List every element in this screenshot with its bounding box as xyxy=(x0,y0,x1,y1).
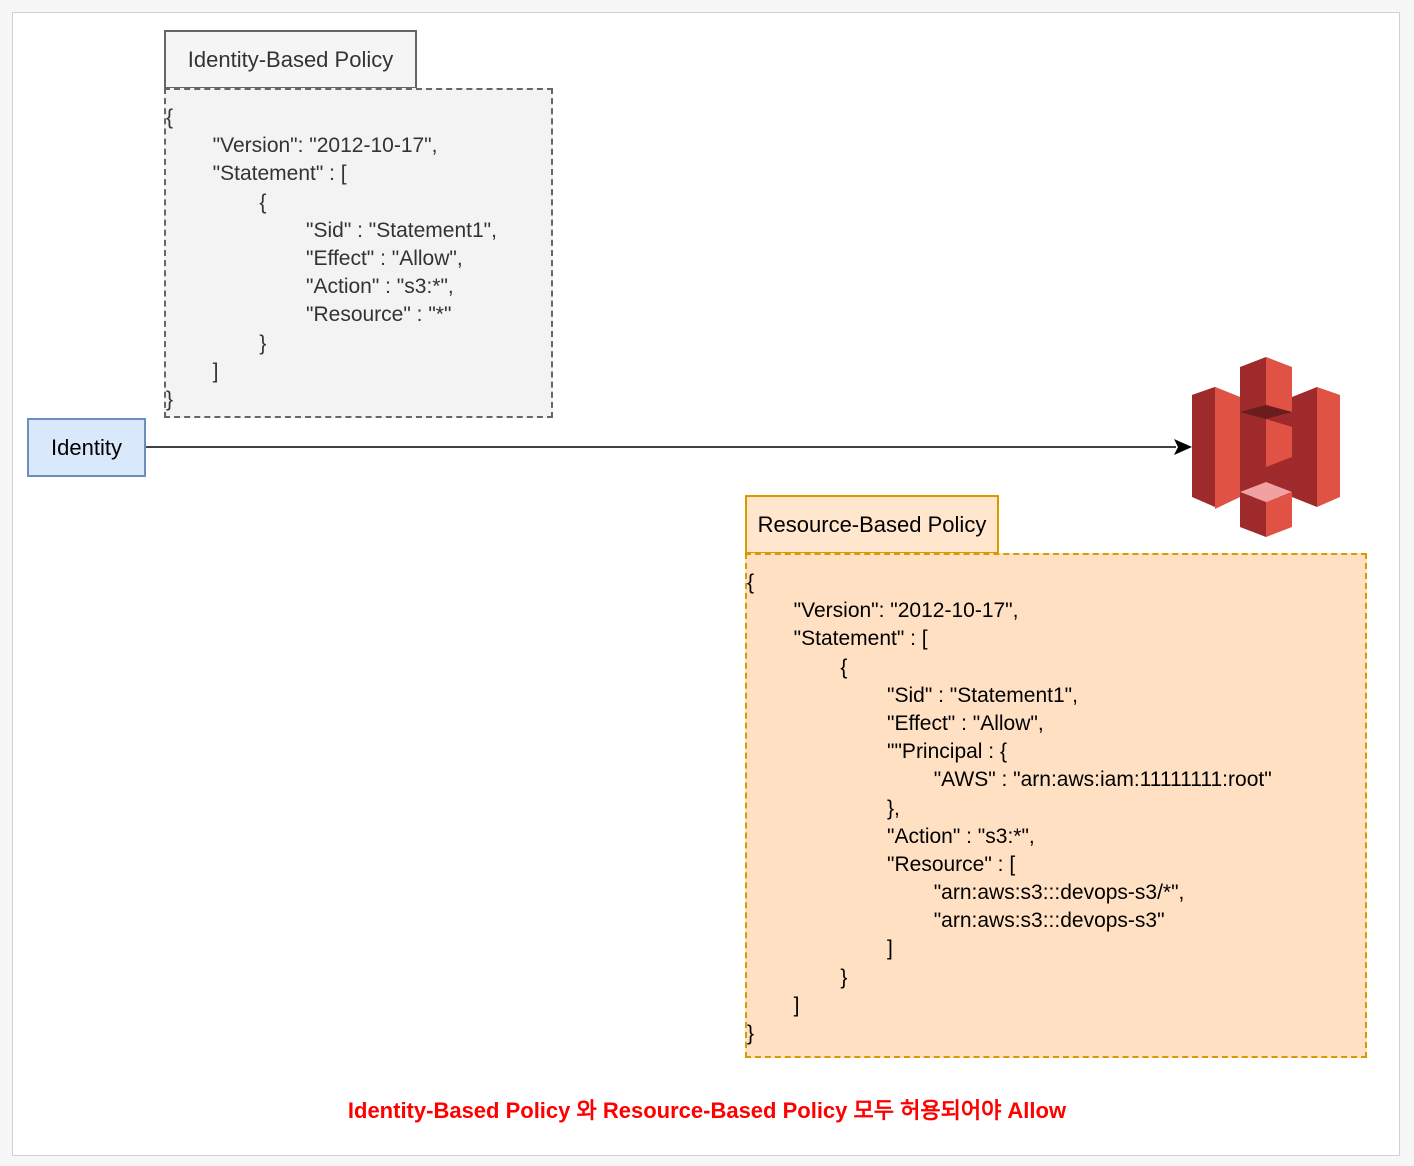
identity-node[interactable]: Identity xyxy=(27,418,146,477)
code-line: } xyxy=(747,965,848,989)
code-line: }, xyxy=(747,796,900,820)
code-line: "Action" : "s3:*", xyxy=(747,824,1035,848)
resource-policy-title[interactable]: Resource-Based Policy xyxy=(745,495,999,554)
code-line: { xyxy=(747,571,755,594)
code-line: "Version": "2012-10-17", xyxy=(747,599,1019,623)
code-line: ] xyxy=(747,993,800,1017)
code-line: "Version": "2012-10-17", xyxy=(166,134,438,158)
footer-note: Identity-Based Policy 와 Resource-Based P… xyxy=(347,1098,1067,1123)
code-line: } xyxy=(166,331,267,355)
code-line: "arn:aws:s3:::devops-s3/*", xyxy=(747,881,1185,905)
identity-label: Identity xyxy=(51,434,122,460)
code-line: "Statement" : [ xyxy=(166,162,347,186)
code-line: "Action" : "s3:*", xyxy=(166,275,454,299)
identity-policy-title[interactable]: Identity-Based Policy xyxy=(164,30,417,89)
code-line: "Sid" : "Statement1", xyxy=(747,683,1078,707)
code-line: "Statement" : [ xyxy=(747,627,928,651)
code-line: ] xyxy=(166,359,219,383)
code-line: "AWS" : "arn:aws:iam:11111111:root" xyxy=(747,768,1272,792)
aws-s3-icon[interactable] xyxy=(1190,357,1342,537)
identity-policy-document[interactable]: { "Version": "2012-10-17", "Statement" :… xyxy=(164,88,553,418)
code-line: "Resource" : [ xyxy=(747,852,1016,876)
code-line: { xyxy=(166,190,267,214)
code-line: ] xyxy=(747,937,893,961)
arrowhead-icon xyxy=(1174,439,1192,455)
resource-policy-document[interactable]: { "Version": "2012-10-17", "Statement" :… xyxy=(745,553,1367,1058)
identity-policy-code: { "Version": "2012-10-17", "Statement" :… xyxy=(166,104,497,414)
code-line: } xyxy=(166,387,174,411)
resource-policy-title-text: Resource-Based Policy xyxy=(757,511,987,537)
code-line: "Effect" : "Allow", xyxy=(166,246,463,270)
resource-policy-code: { "Version": "2012-10-17", "Statement" :… xyxy=(747,569,1272,1048)
code-line: "Sid" : "Statement1", xyxy=(166,218,497,242)
code-line: } xyxy=(747,1022,755,1045)
code-line: "Effect" : "Allow", xyxy=(747,711,1044,735)
identity-policy-title-text: Identity-Based Policy xyxy=(187,46,394,72)
code-line: "Resource" : "*" xyxy=(166,303,452,327)
code-line: { xyxy=(166,106,174,129)
code-line: { xyxy=(747,655,848,679)
code-line: ""Principal : { xyxy=(747,740,1007,764)
code-line: "arn:aws:s3:::devops-s3" xyxy=(747,909,1165,933)
